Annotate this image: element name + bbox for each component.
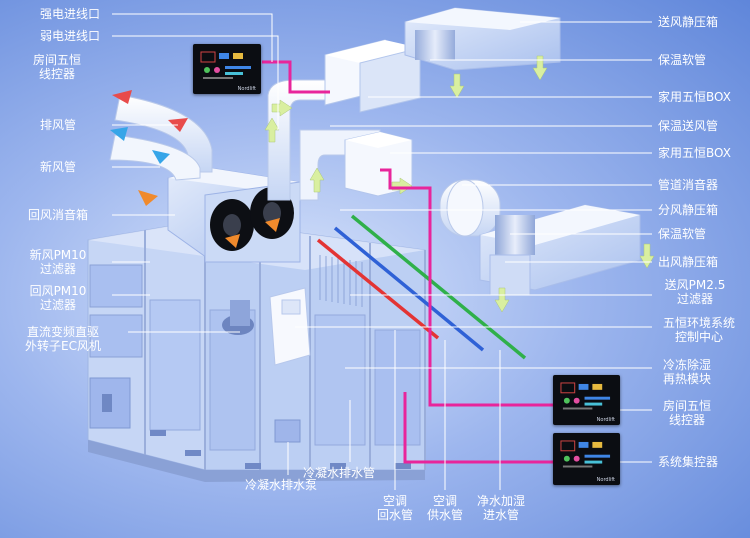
fresh-pm10-filter bbox=[89, 264, 143, 308]
flow-arrow-2 bbox=[309, 167, 325, 193]
label-line: 供水管 bbox=[426, 508, 463, 522]
label-insulated-supply-duct: 保温送风管 bbox=[658, 119, 719, 133]
return-pm10-filter bbox=[89, 314, 143, 358]
lower-panel-2 bbox=[209, 309, 256, 451]
label-condensate-pipe: 冷凝水排水管 bbox=[303, 466, 376, 480]
insulated-hose-2-shape bbox=[495, 215, 535, 255]
label-line: 空调 bbox=[432, 494, 457, 508]
controller-screen-icon bbox=[560, 382, 611, 410]
fresh-flow-arrow-1 bbox=[110, 127, 128, 141]
control-center-box bbox=[269, 287, 311, 366]
humidify-water-pipe bbox=[350, 214, 527, 360]
fan-arrow-2 bbox=[265, 218, 280, 232]
label-line: 线控器 bbox=[668, 413, 705, 427]
label-exhaust-pipe: 排风管 bbox=[40, 118, 77, 132]
label-fresh-air-pipe: 新风管 bbox=[40, 160, 77, 174]
return-inlet-arrow bbox=[138, 190, 158, 206]
label-line: 回水管 bbox=[376, 508, 413, 522]
condensate-pump-body bbox=[274, 419, 301, 443]
system-hub-panel: Nordlift bbox=[553, 433, 620, 485]
duct-muffler-shape bbox=[439, 179, 501, 237]
label-line: 净水加湿 bbox=[476, 494, 525, 508]
label-home-box-2: 家用五恒BOX bbox=[658, 146, 731, 160]
label-line: 房间五恒 bbox=[662, 399, 711, 413]
label-system-hub: 系统集控器 bbox=[658, 455, 719, 469]
return-muffler-box bbox=[167, 167, 301, 263]
label-line: 过滤器 bbox=[676, 292, 713, 306]
outlet-plenum-face bbox=[489, 254, 531, 296]
flow-arrow-8 bbox=[494, 287, 510, 313]
home-box-1-shape bbox=[324, 39, 421, 113]
fresh-flow-arrow-2 bbox=[152, 150, 170, 164]
flow-arrow-3 bbox=[271, 99, 293, 117]
exhaust-flow-arrow-1 bbox=[112, 90, 132, 104]
leader-lines bbox=[112, 13, 652, 490]
label-ac-return: 空调 回水管 bbox=[370, 494, 420, 522]
label-supply-plenum: 送风静压箱 bbox=[658, 15, 719, 29]
distribution-plenum-shape bbox=[479, 204, 641, 296]
door-handle bbox=[102, 394, 112, 412]
label-line: 新风PM10 bbox=[29, 248, 87, 262]
label-line: 外转子EC风机 bbox=[25, 339, 101, 353]
flow-arrow-5 bbox=[532, 55, 548, 81]
return-water-pipe bbox=[316, 238, 440, 340]
label-room-controller-bottom: 房间五恒 线控器 bbox=[652, 399, 722, 427]
panel-brand: Nordlift bbox=[596, 417, 615, 423]
label-room-controller-top: 房间五恒 线控器 bbox=[22, 53, 92, 81]
label-line: 送风PM2.5 bbox=[664, 278, 726, 292]
controller-screen-icon bbox=[560, 440, 611, 468]
fresh-air-pipe-shape bbox=[109, 134, 201, 181]
label-weak-power: 弱电进线口 bbox=[40, 29, 101, 43]
label-strong-power: 强电进线口 bbox=[40, 7, 101, 21]
label-ac-supply: 空调 供水管 bbox=[420, 494, 470, 522]
label-line: 冷冻除湿 bbox=[662, 358, 711, 372]
unit-base bbox=[88, 440, 425, 482]
label-dehumid-module: 冷冻除湿 再热模块 bbox=[652, 358, 722, 386]
label-supply-pm25: 送风PM2.5 过滤器 bbox=[652, 278, 738, 306]
label-line: 回风PM10 bbox=[29, 284, 87, 298]
label-line: 控制中心 bbox=[674, 330, 723, 344]
label-line: 线控器 bbox=[38, 67, 75, 81]
panel-brand: Nordlift bbox=[596, 477, 615, 483]
power-cables bbox=[262, 60, 555, 464]
label-line: 空调 bbox=[382, 494, 407, 508]
label-outlet-plenum: 出风静压箱 bbox=[658, 255, 719, 269]
fan-arrow-1 bbox=[225, 234, 240, 248]
controller-screen-icon bbox=[200, 51, 251, 79]
room-controller-panel-top: Nordlift bbox=[193, 44, 261, 94]
cooling-coil bbox=[319, 255, 363, 307]
label-insulated-hose-2: 保温软管 bbox=[658, 227, 707, 241]
label-distribution-plenum: 分风静压箱 bbox=[658, 203, 719, 217]
label-fresh-pm10: 新风PM10 过滤器 bbox=[8, 248, 108, 276]
label-line: 过滤器 bbox=[39, 262, 76, 276]
ec-fan-motor bbox=[222, 300, 254, 335]
supply-water-pipe bbox=[333, 226, 485, 352]
flow-arrow-1 bbox=[264, 117, 280, 143]
room-controller-panel-bottom: Nordlift bbox=[553, 375, 620, 425]
label-humidify-inlet: 净水加湿 进水管 bbox=[472, 494, 530, 522]
flow-arrow-4 bbox=[449, 73, 465, 99]
label-line: 直流变频直驱 bbox=[26, 325, 99, 339]
label-line: 房间五恒 bbox=[32, 53, 81, 67]
label-line: 五恒环境系统 bbox=[662, 316, 735, 330]
label-condensate-pump: 冷凝水排水泵 bbox=[245, 478, 318, 492]
supply-plenum-shape bbox=[404, 7, 561, 71]
lower-panel-1 bbox=[149, 299, 201, 431]
label-insulated-hose-1: 保温软管 bbox=[658, 53, 707, 67]
label-ec-fan: 直流变频直驱 外转子EC风机 bbox=[0, 325, 126, 353]
flow-arrow-7 bbox=[639, 243, 655, 269]
lower-panel-4 bbox=[374, 329, 421, 446]
label-line: 进水管 bbox=[482, 508, 519, 522]
label-line: 再热模块 bbox=[662, 372, 711, 386]
label-home-box-1: 家用五恒BOX bbox=[658, 90, 731, 104]
label-line: 过滤器 bbox=[39, 298, 76, 312]
label-return-muffler: 回风消音箱 bbox=[28, 208, 89, 222]
label-duct-muffler: 管道消音器 bbox=[658, 178, 719, 192]
lower-panel-3 bbox=[314, 314, 366, 446]
label-control-center: 五恒环境系统 控制中心 bbox=[652, 316, 746, 344]
panel-brand: Nordlift bbox=[237, 86, 256, 92]
label-return-pm10: 回风PM10 过滤器 bbox=[8, 284, 108, 312]
